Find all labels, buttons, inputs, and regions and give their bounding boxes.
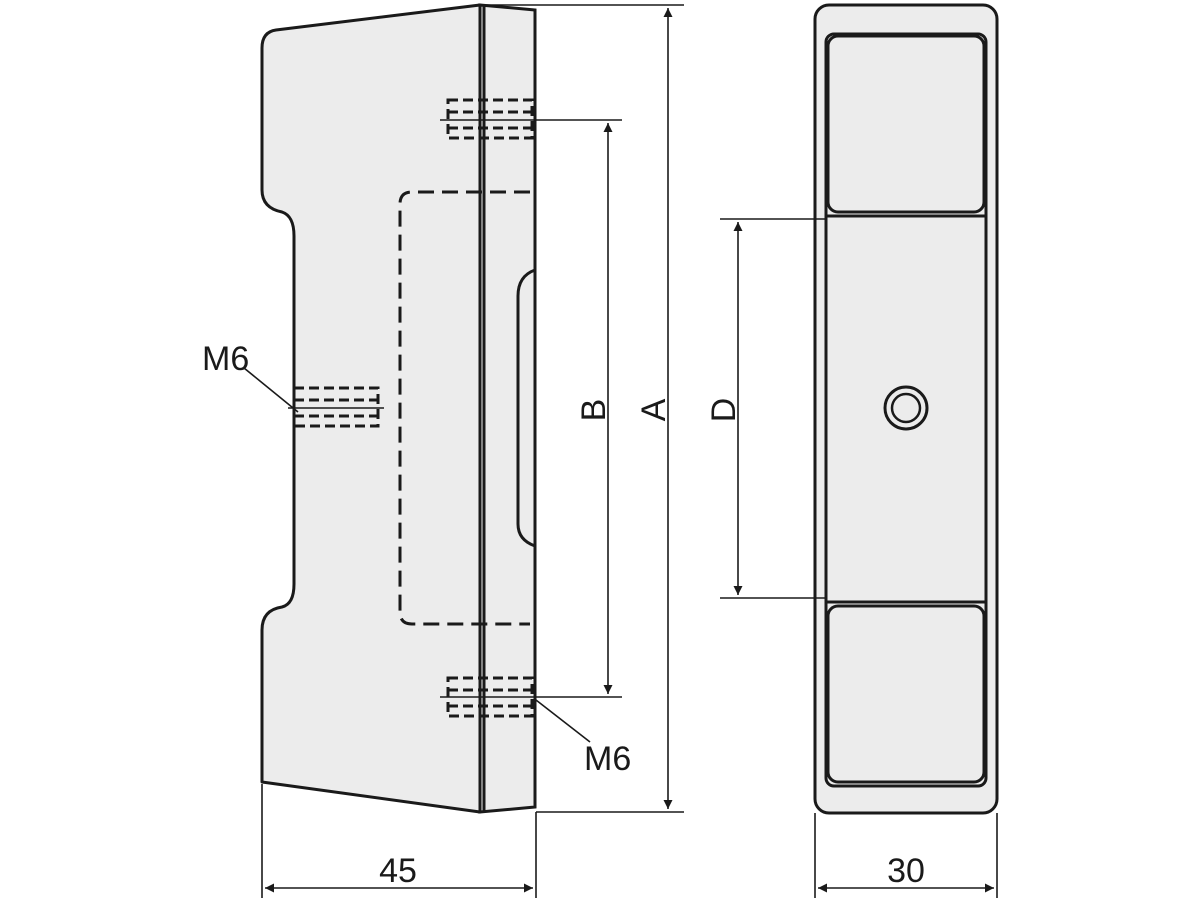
- dimension-center-distance: D: [705, 218, 826, 599]
- center-distance-label: D: [705, 398, 743, 423]
- dimension-side-width: 45: [261, 784, 537, 898]
- thread-bottom-label: M6: [584, 740, 631, 778]
- front-view-pad-bottom: [826, 604, 986, 784]
- thread-side-label: M6: [202, 340, 249, 378]
- leader-thread-bottom: [535, 699, 591, 743]
- overall-length-label: A: [635, 398, 673, 421]
- hidden-thread-side: [288, 386, 384, 428]
- side-view-plate: [478, 3, 537, 814]
- side-view-slot: [516, 268, 536, 548]
- dimension-overall-length: A: [484, 4, 684, 813]
- hidden-thread-top: [440, 98, 622, 140]
- dimension-front-width: 30: [814, 813, 998, 898]
- side-view: M6 M6: [202, 3, 631, 814]
- hidden-pocket: [398, 190, 530, 626]
- front-view-pad-top: [826, 34, 986, 214]
- front-width-label: 30: [887, 852, 925, 890]
- side-width-label: 45: [379, 852, 417, 890]
- hole-spacing-label: B: [575, 399, 613, 422]
- leader-thread-side: [243, 367, 299, 413]
- front-view: [813, 3, 999, 815]
- dimension-hole-spacing: B: [575, 123, 613, 694]
- hidden-thread-bottom: [440, 676, 622, 718]
- front-view-inner-frame: [824, 32, 988, 788]
